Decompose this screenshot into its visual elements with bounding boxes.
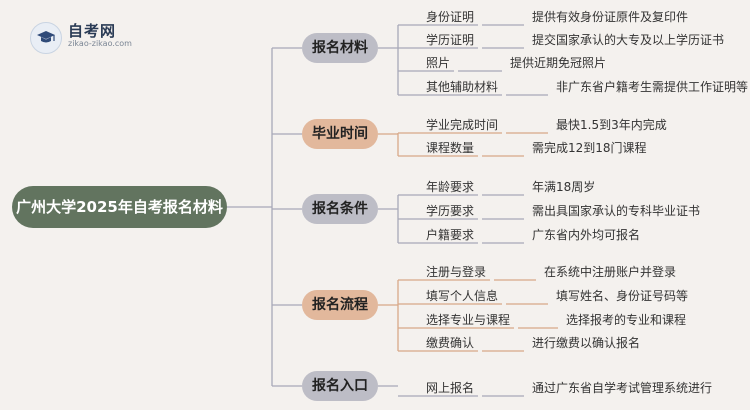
item-name: 年龄要求 bbox=[426, 180, 475, 194]
root-topic: 广州大学2025年自考报名材料 bbox=[12, 186, 227, 228]
item-description: 年满18周岁 bbox=[532, 180, 596, 194]
item-description: 最快1.5到3年内完成 bbox=[556, 118, 667, 132]
item-description: 非广东省户籍考生需提供工作证明等 bbox=[556, 80, 749, 94]
item-name: 课程数量 bbox=[426, 141, 475, 155]
category-node: 报名材料 bbox=[302, 33, 378, 63]
item-description: 广东省内外均可报名 bbox=[532, 228, 641, 242]
item-name: 其他辅助材料 bbox=[426, 80, 499, 94]
item-name: 缴费确认 bbox=[426, 336, 475, 350]
item-description: 选择报考的专业和课程 bbox=[566, 313, 687, 327]
item-description: 提交国家承认的大专及以上学历证书 bbox=[532, 33, 725, 47]
item-description: 提供有效身份证原件及复印件 bbox=[532, 10, 689, 24]
item-name: 填写个人信息 bbox=[426, 289, 499, 303]
item-name: 学业完成时间 bbox=[426, 118, 499, 132]
category-node: 毕业时间 bbox=[302, 119, 378, 149]
logo-name: 自考网 bbox=[68, 22, 117, 40]
item-name: 照片 bbox=[426, 56, 451, 70]
graduation-cap-icon bbox=[30, 22, 62, 54]
item-name: 学历要求 bbox=[426, 204, 475, 218]
item-name: 注册与登录 bbox=[426, 265, 487, 279]
item-name: 网上报名 bbox=[426, 381, 475, 395]
item-name: 身份证明 bbox=[426, 10, 475, 24]
category-node: 报名流程 bbox=[302, 290, 378, 320]
category-node: 报名入口 bbox=[302, 371, 378, 401]
item-name: 户籍要求 bbox=[426, 228, 475, 242]
item-description: 需完成12到18门课程 bbox=[532, 141, 647, 155]
item-description: 通过广东省自学考试管理系统进行 bbox=[532, 381, 713, 395]
item-description: 进行缴费以确认报名 bbox=[532, 336, 641, 350]
item-description: 需出具国家承认的专科毕业证书 bbox=[532, 204, 701, 218]
item-description: 在系统中注册账户并登录 bbox=[544, 265, 677, 279]
site-logo[interactable]: 自考网 zikao-zikao.com bbox=[30, 20, 150, 54]
category-node: 报名条件 bbox=[302, 194, 378, 224]
item-description: 填写姓名、身份证号码等 bbox=[556, 289, 689, 303]
item-name: 学历证明 bbox=[426, 33, 475, 47]
item-name: 选择专业与课程 bbox=[426, 313, 511, 327]
logo-url: zikao-zikao.com bbox=[68, 39, 132, 48]
item-description: 提供近期免冠照片 bbox=[510, 56, 607, 70]
